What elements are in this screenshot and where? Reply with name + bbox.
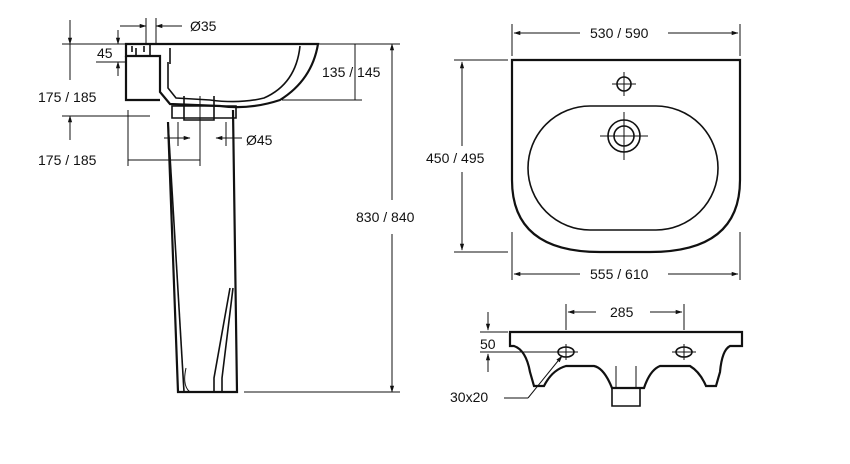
pedestal-body bbox=[166, 109, 239, 394]
top-dimensions: 530 / 590 450 / 495 555 / 610 bbox=[426, 24, 741, 282]
dim-waste-offset: 175 / 185 bbox=[38, 152, 97, 168]
dim-trap-height: 135 / 145 bbox=[322, 64, 381, 80]
side-dimensions: Ø35 45 175 / 185 135 / 145 175 / 185 Ø45 bbox=[38, 18, 415, 393]
dim-overflow-dia: Ø35 bbox=[190, 18, 217, 34]
side-view bbox=[124, 42, 320, 394]
dim-overflow-height: 45 bbox=[97, 45, 113, 61]
dim-fixing-slot: 30x20 bbox=[450, 389, 488, 405]
basin-top-outline bbox=[510, 58, 742, 254]
dim-top-width: 530 / 590 bbox=[590, 25, 649, 41]
basin-bowl bbox=[527, 105, 719, 231]
dim-overall-width: 555 / 610 bbox=[590, 266, 649, 282]
rear-view bbox=[508, 330, 744, 407]
rear-dimensions: 285 50 30x20 bbox=[450, 304, 685, 405]
dim-basin-depth: 175 / 185 bbox=[38, 89, 97, 105]
basin-profile bbox=[124, 42, 320, 109]
dim-total-height: 830 / 840 bbox=[356, 209, 415, 225]
dim-tap-spacing: 285 bbox=[610, 304, 634, 320]
dim-tap-hole-depth: 50 bbox=[480, 336, 496, 352]
dim-basin-depth-top: 450 / 495 bbox=[426, 150, 485, 166]
basin-rear-outline bbox=[508, 330, 744, 390]
dim-waste-dia: Ø45 bbox=[246, 132, 273, 148]
top-view bbox=[510, 58, 742, 254]
